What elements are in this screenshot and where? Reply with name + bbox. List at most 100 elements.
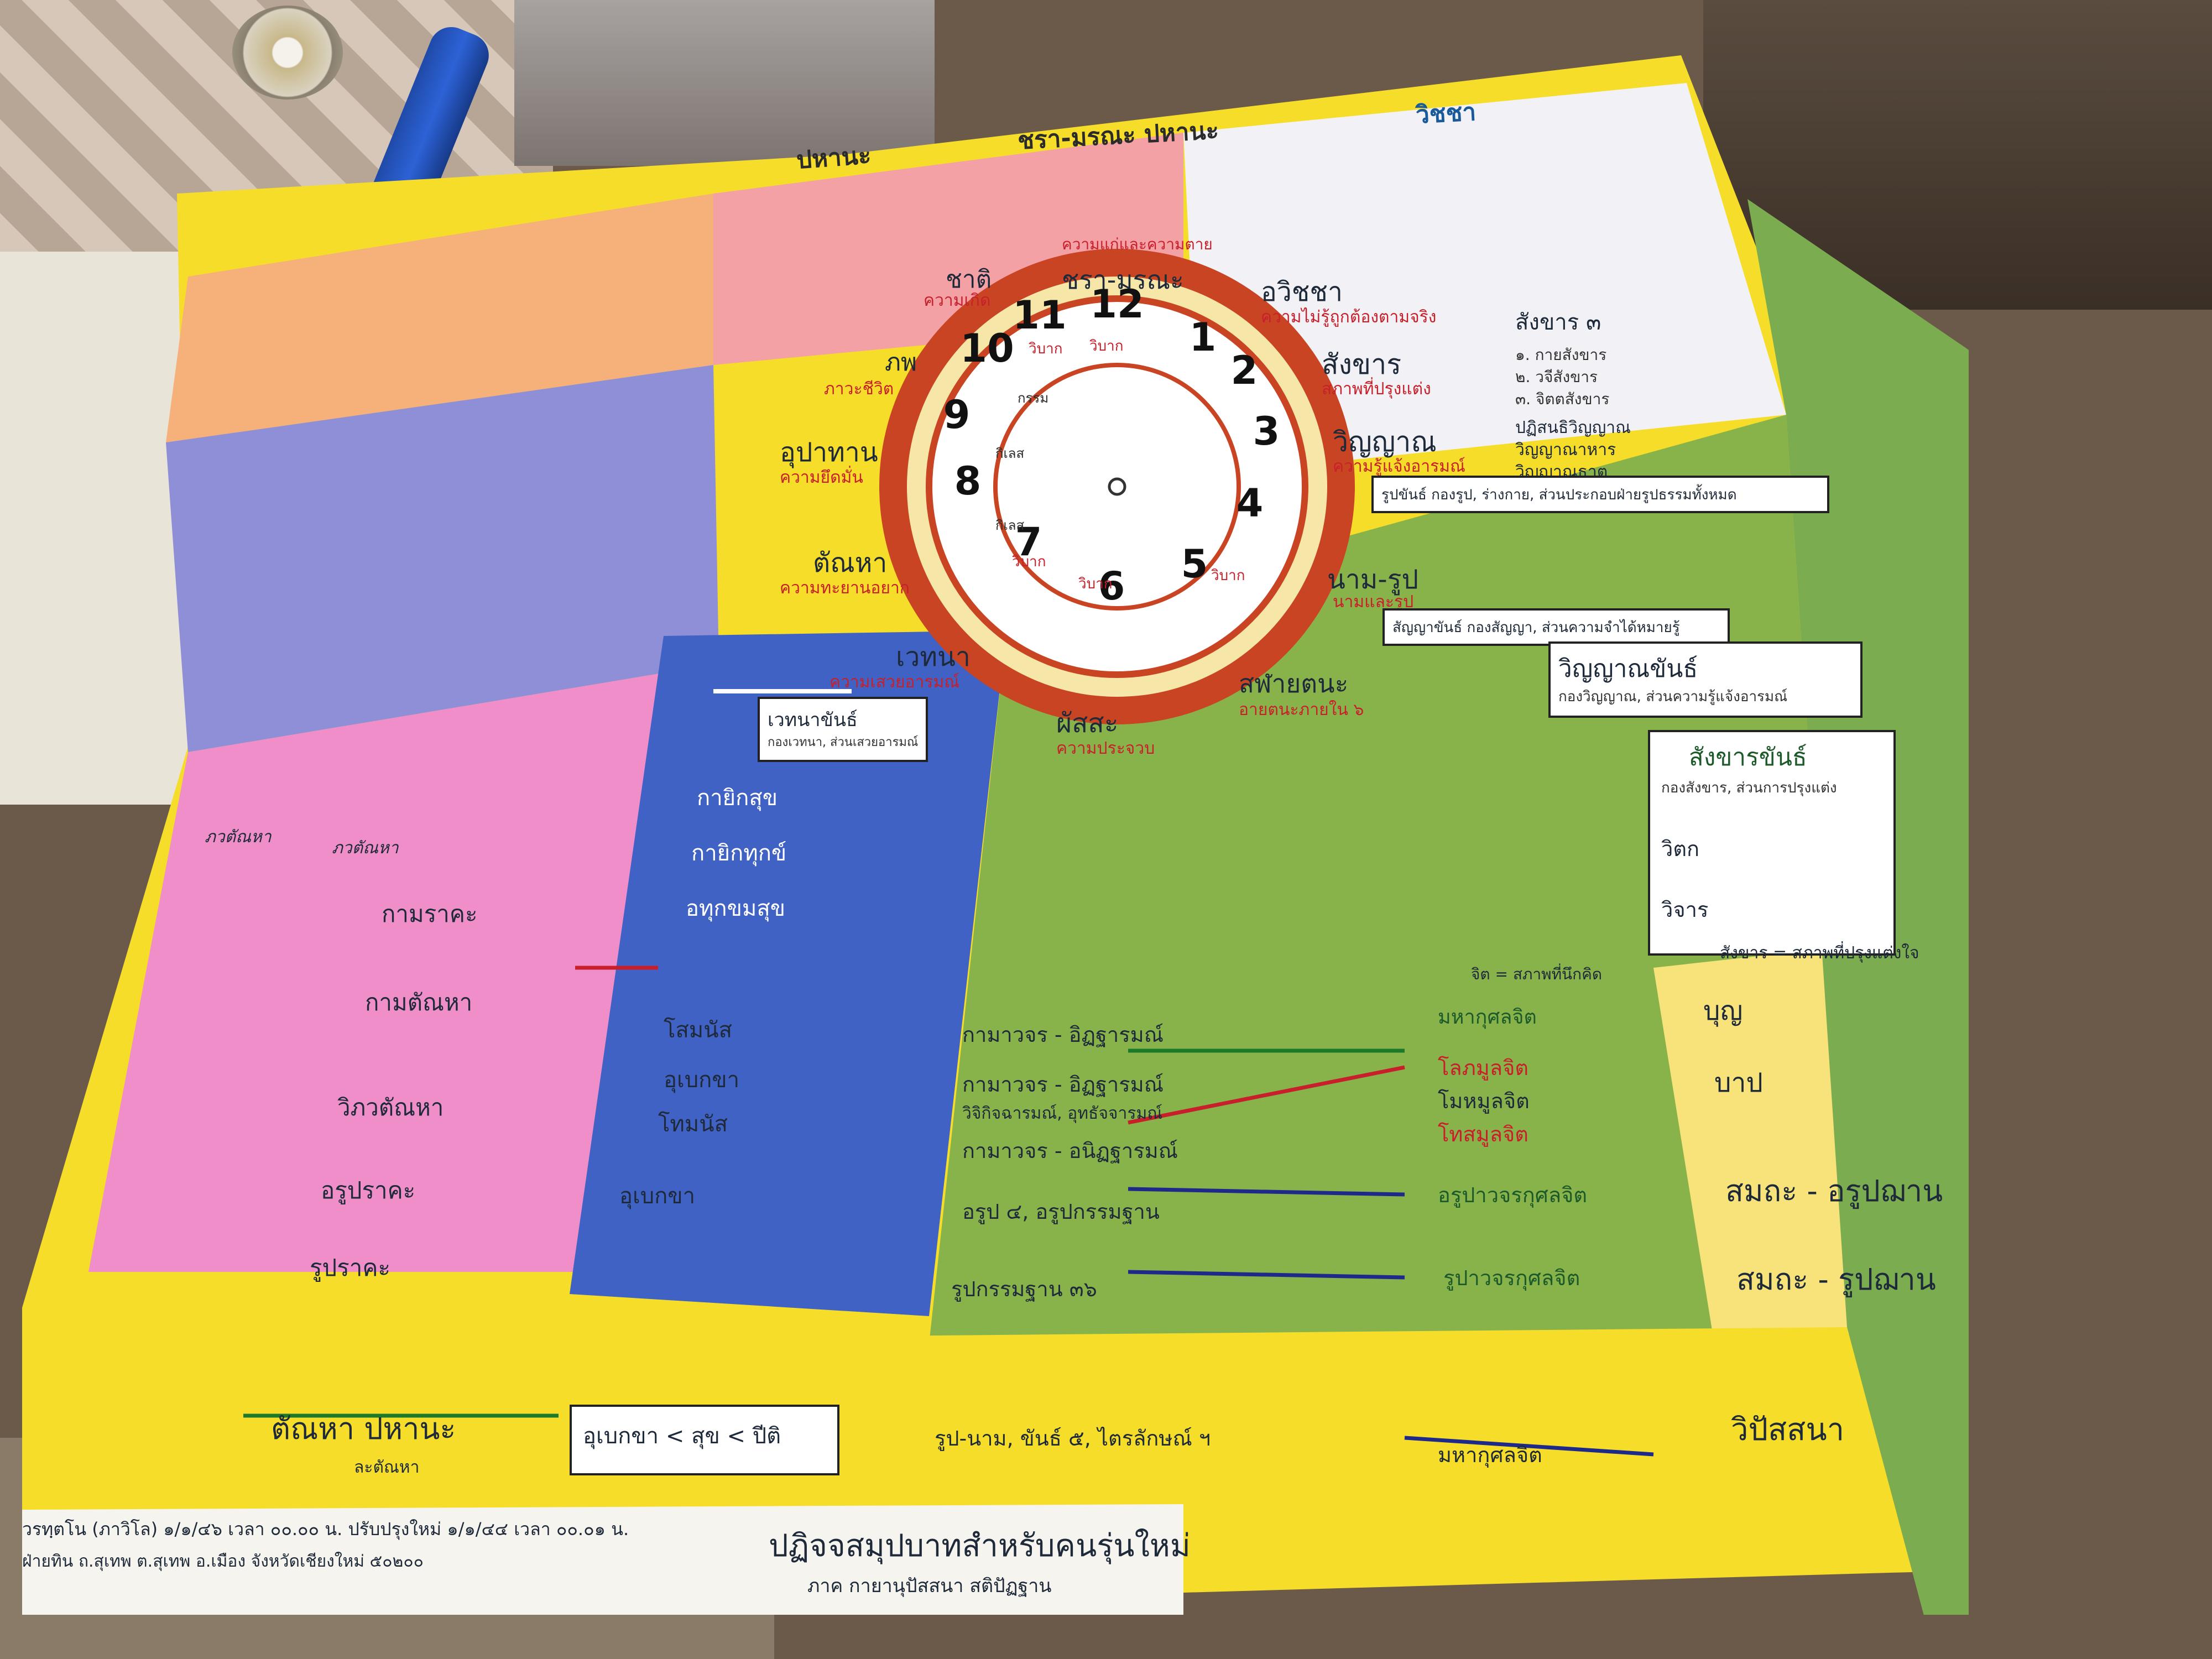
node-vinyana-title: วิญญาณ — [1333, 426, 1437, 458]
node-vedana-title: เวทนา — [896, 641, 971, 672]
sankhara-khandha-box: สังขารขันธ์ กองสังขาร, ส่วนการปรุงแต่ง ว… — [1648, 730, 1896, 956]
tanha-type-6: อรูปราคะ — [321, 1177, 416, 1204]
node-jati-sub: ความเกิด — [924, 291, 991, 310]
arammana-6: รูปกรรมฐาน ๓๖ — [951, 1277, 1097, 1301]
citta-rupa: รูปาวจรกุศลจิต — [1443, 1266, 1580, 1290]
right-citta: ๓. จิตตสังขาร — [1515, 390, 1610, 408]
citta-header: จิต = สภาพที่นึกคิด — [1471, 965, 1603, 983]
right-vaci: ๒. วจีสังขาร — [1515, 368, 1598, 386]
wheel-number-8: 8 — [954, 458, 982, 504]
node-bhava-sub: ภาวะชีวิต — [824, 379, 894, 399]
sanya-khandha-box: สัญญาขันธ์ กองสัญญา, ส่วนความจำได้หมายรู… — [1383, 608, 1730, 646]
vedana-khandha-title: เวทนาขันธ์ — [768, 709, 858, 731]
tanha-type-7: รูปราคะ — [310, 1254, 391, 1281]
node-upadana-title: อุปาทาน — [780, 437, 878, 468]
node-bhava-title: ภพ — [885, 348, 917, 377]
wheel-label-2: วิบาก — [1089, 338, 1124, 354]
citta-mahakusala: มหากุศลจิต — [1438, 1006, 1537, 1029]
footer-date: วรทฺตโน (ภาวิโล) ๑/๑/๔๖ เวลา ๐๐.๐๐ น. ปร… — [22, 1519, 629, 1540]
right-sankhara3: สังขาร ๓ — [1515, 310, 1601, 335]
bottom-upekkha-box: อุเบกขา < สุข < ปีติ — [570, 1405, 839, 1475]
sanya-khandha-text: สัญญาขันธ์ กองสัญญา, ส่วนความจำได้หมายรู… — [1392, 619, 1680, 636]
node-sankhara-sub: สภาพที่ปรุงแต่ง — [1322, 379, 1431, 399]
poster-title: ปฏิจจสมุปบาทสำหรับคนรุ่นใหม่ — [769, 1528, 1191, 1564]
wheel-number-6: 6 — [1098, 564, 1125, 609]
bottom-mahakusala: มหากุศลจิต — [1438, 1443, 1542, 1467]
rp-bun: บุญ — [1703, 995, 1743, 1026]
solder-spool — [232, 6, 343, 100]
node-avijja-sub: ความไม่รู้ถูกต้องตามจริง — [1261, 307, 1437, 327]
right-patisandhi: ปฏิสนธิวิญญาณ — [1515, 418, 1631, 437]
wheel-label-6: กิเลส — [995, 446, 1025, 461]
rp-samatha2: สมถะ - รูปฌาน — [1736, 1262, 1936, 1297]
node-jaramarana-title: ชรา-มรณะ — [1062, 265, 1184, 295]
tanha-type-2: ภวตัณหา — [332, 838, 399, 858]
footer-address: ฝ่ายทิน ถ.สุเทพ ต.สุเทพ อ.เมือง จังหวัดเ… — [22, 1552, 424, 1571]
arammana-4: กามาวจร - อนิฏฐารมณ์ — [962, 1139, 1178, 1163]
vicara-label: วิจาร — [1661, 898, 1709, 922]
poster-subtitle: ภาค กายานุปัสสนา สติปัฏฐาน — [807, 1575, 1052, 1597]
citta-arupa: อรูปาวจรกุศลจิต — [1438, 1183, 1588, 1207]
wheel-number-12: 12 — [1090, 281, 1144, 327]
node-jaramarana-sub: ความแก่และความตาย — [1062, 235, 1213, 253]
node-tanha-sub: ความทะยานอยาก — [780, 578, 910, 598]
node-salayatana-title: สฬายตนะ — [1239, 669, 1349, 698]
book-stack — [514, 0, 935, 166]
rp-samatha1: สมถะ - อรูปฌาน — [1725, 1173, 1943, 1208]
right-vinyanahara: วิญญาณาหาร — [1515, 440, 1616, 460]
sankhara-khandha-sub: กองสังขาร, ส่วนการปรุงแต่ง — [1661, 780, 1837, 796]
tanha-type-4: กามตัณหา — [365, 989, 473, 1016]
arammana-5: อรูป ๔, อรูปกรรมฐาน — [962, 1199, 1160, 1224]
node-phassa-title: ผัสสะ — [1056, 708, 1119, 739]
tanha-type-1: ภวตัณหา — [205, 827, 272, 847]
top-left-header: ปหานะ — [795, 141, 873, 175]
citta-dosa: โทสมูลจิต — [1438, 1122, 1528, 1146]
node-jati-title: ชาติ — [946, 265, 992, 294]
wheel-number-10: 10 — [960, 326, 1014, 371]
vitakka-label: วิตก — [1661, 837, 1700, 861]
tanha-type-5: วิภวตัณหา — [337, 1094, 444, 1121]
vedana-type-4: โสมนัส — [664, 1018, 733, 1043]
citta-moha: โมหมูลจิต — [1438, 1089, 1530, 1113]
vedana-type-2: กายิกทุกข์ — [691, 841, 787, 866]
wheel-number-9: 9 — [943, 392, 971, 437]
node-phassa-sub: ความประจวบ — [1056, 739, 1155, 758]
wheel-number-1: 1 — [1189, 315, 1217, 360]
poster-background-svg — [22, 55, 1969, 1615]
tanha-type-3: กามราคะ — [382, 900, 478, 927]
wheel-label-7: กิเลส — [995, 518, 1025, 533]
wheel-number-11: 11 — [1013, 293, 1067, 338]
wheel-number-5: 5 — [1181, 541, 1208, 587]
wheel-number-2: 2 — [1230, 348, 1258, 393]
wheel-label-4: วิบาก — [1078, 576, 1113, 592]
vedana-khandha-box: เวทนาขันธ์ กองเวทนา, ส่วนเสวยอารมณ์ — [758, 697, 928, 762]
vedana-type-3: อทุกขมสุข — [686, 896, 786, 921]
vinyana-khandha-title: วิญญาณขันธ์ — [1558, 655, 1698, 683]
bottom-vipassana: วิปัสสนา — [1731, 1412, 1845, 1448]
arammana-3: วิจิกิจฉารมณ์, อุทธัจจารมณ์ — [962, 1104, 1163, 1123]
vedana-type-1: กายิกสุข — [697, 785, 778, 811]
wheel-label-5: กรรม — [1018, 390, 1049, 406]
rupa-khandha-text: รูปขันธ์ กองรูป, ร่างกาย, ส่วนประกอบฝ่าย… — [1381, 487, 1737, 503]
top-right-header: วิชชา — [1415, 98, 1477, 129]
node-tanha-title: ตัณหา — [813, 547, 888, 578]
rp-bap: บาป — [1714, 1067, 1763, 1098]
wheel-label-1: วิบาก — [1029, 341, 1063, 357]
wheel-number-4: 4 — [1236, 481, 1264, 526]
rp-sankhara-eq: สังขาร = สภาพที่ปรุงแต่งใจ — [1720, 943, 1919, 963]
vinyana-khandha-sub: กองวิญญาณ, ส่วนความรู้แจ้งอารมณ์ — [1558, 688, 1788, 705]
vedana-type-6: โทมนัส — [658, 1112, 728, 1137]
wheel-number-7: 7 — [1015, 519, 1042, 565]
wheel-label-8: วิบาก — [1211, 567, 1245, 584]
vedana-khandha-sub: กองเวทนา, ส่วนเสวยอารมณ์ — [768, 735, 919, 749]
bottom-tanha-pahana: ตัณหา ปหานะ — [271, 1411, 456, 1446]
bottom-upekkha-text: อุเบกขา < สุข < ปีติ — [583, 1423, 781, 1449]
node-upadana-sub: ความยึดมั่น — [780, 468, 863, 487]
node-salayatana-sub: อายตนะภายใน ๖ — [1239, 700, 1364, 719]
node-vedana-sub: ความเสวยอารมณ์ — [830, 672, 960, 692]
bottom-la-tanha: ละตัณหา — [354, 1458, 420, 1477]
node-namarupa-title: นาม-รูป — [1327, 564, 1418, 595]
arammana-2: กามาวจร - อิฏฐารมณ์ — [962, 1072, 1164, 1097]
node-sankhara-title: สังขาร — [1322, 348, 1402, 380]
